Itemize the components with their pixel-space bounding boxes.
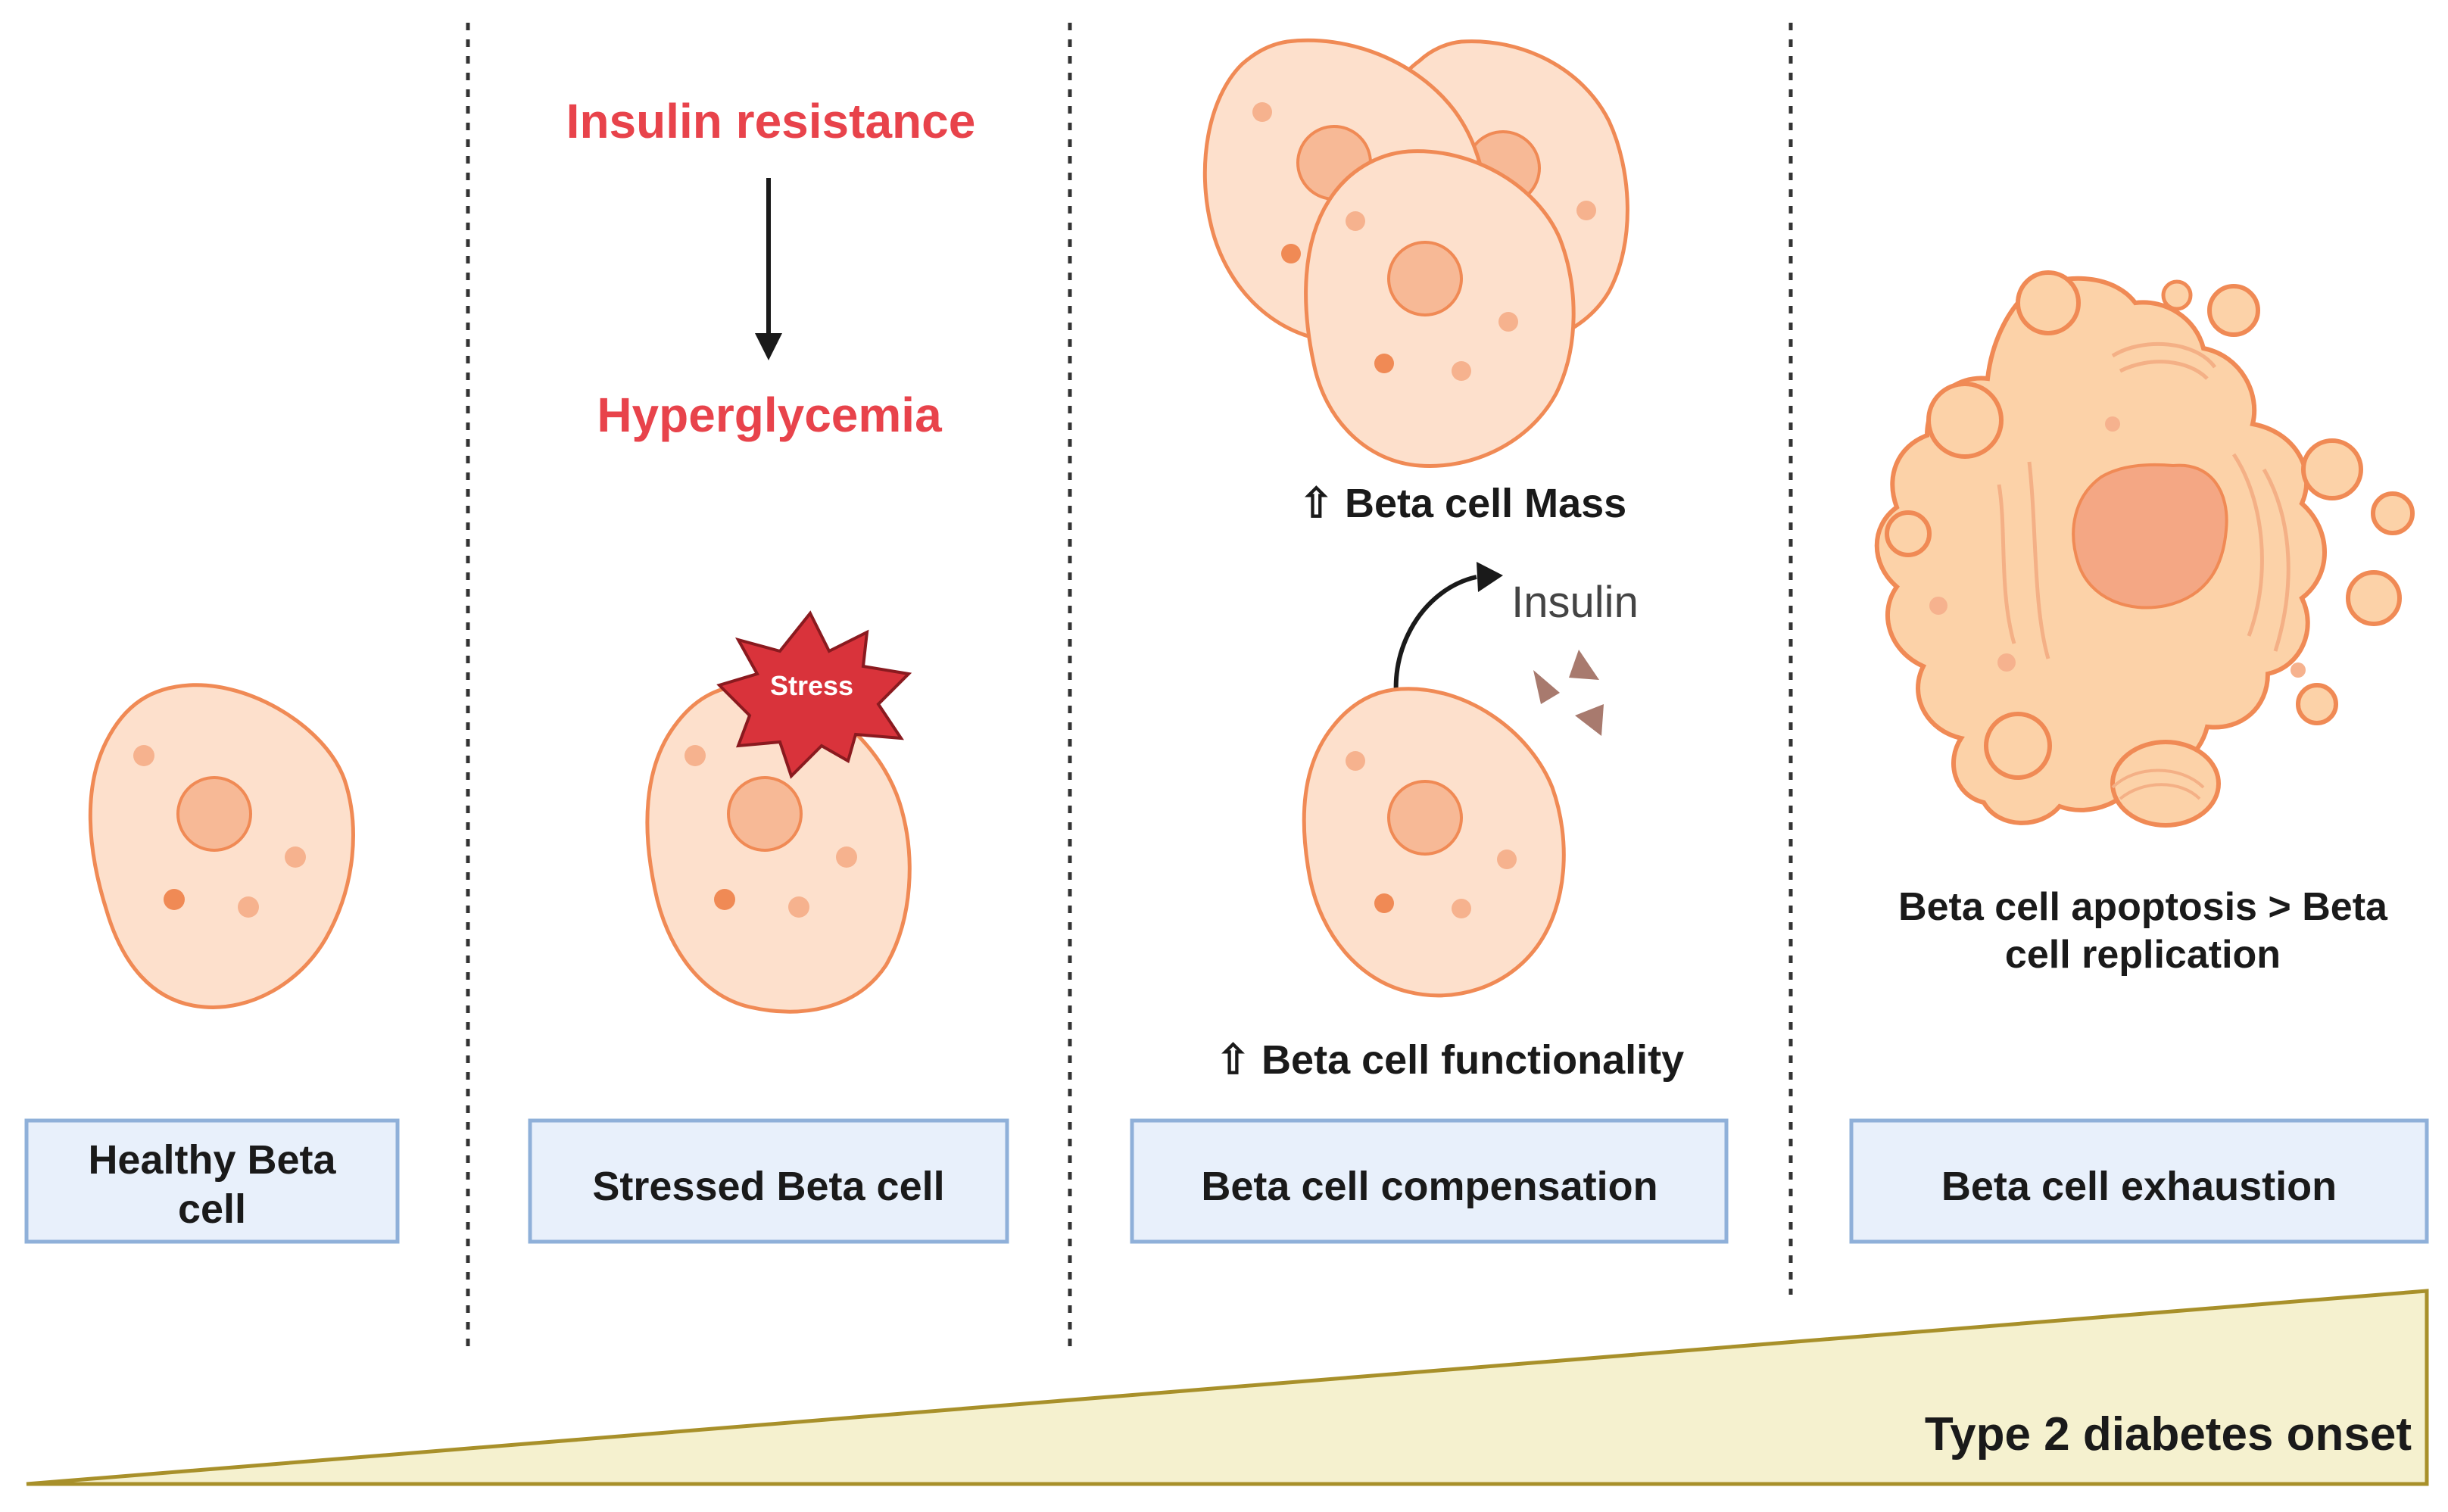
exhaustion-caption-line-2: cell replication: [2005, 933, 2281, 977]
down-arrow-head-icon: [755, 333, 782, 360]
insulin-label: Insulin: [1511, 578, 1639, 627]
stage-label-healthy-line-2: cell: [178, 1186, 246, 1232]
stage-box-healthy: Healthy Beta cell: [24, 1118, 400, 1244]
stage-label-exhaustion: Beta cell exhaustion: [1941, 1164, 2337, 1209]
beta-cell-mass-cluster: [1202, 38, 1629, 468]
stressed-beta-cell: [645, 683, 912, 1014]
healthy-beta-cell: [88, 683, 355, 1009]
apoptotic-beta-cell: [1874, 270, 2415, 828]
exhaustion-caption-line-1: Beta cell apoptosis > Beta: [1898, 885, 2388, 929]
insulin-resistance-label: Insulin resistance: [566, 94, 976, 148]
stage-label-stressed: Stressed Beta cell: [592, 1164, 944, 1209]
diabetes-onset-label: Type 2 diabetes onset: [1925, 1408, 2412, 1461]
diabetes-onset-wedge: [26, 1289, 2429, 1486]
beta-cell-functionality-label: ⇧ Beta cell functionality: [1216, 1037, 1684, 1083]
stage-label-healthy-line-1: Healthy Beta: [88, 1137, 336, 1183]
beta-cell-mass-label: ⇧ Beta cell Mass: [1299, 481, 1626, 526]
stage-label-compensation: Beta cell compensation: [1201, 1164, 1657, 1209]
hyperglycemia-label: Hyperglycemia: [597, 388, 942, 442]
stress-burst-icon: Stress: [716, 610, 912, 779]
insulin-arrow-head-icon: [1477, 562, 1503, 592]
stage-box-exhaustion: Beta cell exhaustion: [1849, 1118, 2429, 1244]
stress-burst-label: Stress: [770, 670, 853, 701]
stage-box-stressed: Stressed Beta cell: [528, 1118, 1009, 1244]
functional-beta-cell: [1302, 687, 1566, 998]
stage-box-compensation: Beta cell compensation: [1130, 1118, 1729, 1244]
insulin-granules-icon: [1533, 650, 1604, 736]
